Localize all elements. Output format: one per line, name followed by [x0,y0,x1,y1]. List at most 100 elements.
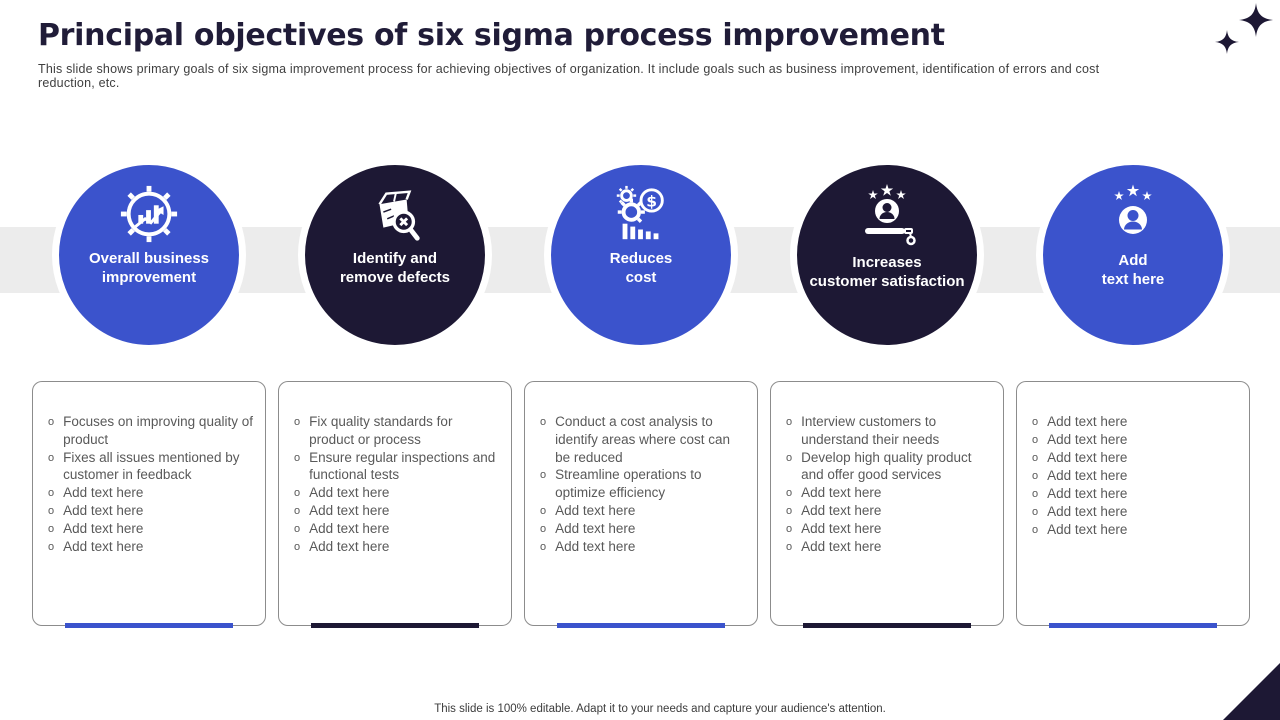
objective-label-line1: Reduces [609,250,673,267]
bullet-text: Add text here [63,539,144,555]
bullet-text: Add text here [309,539,390,555]
svg-text:$: $ [646,192,657,210]
customer-satisfaction-icon [865,184,916,246]
accent-bar [311,623,479,628]
sparkles-icon [1215,3,1273,54]
detail-card: Focuses on improving quality of product … [32,381,266,628]
bullet-item: Focuses on improving quality of product [48,413,255,449]
bullet-item: Streamline operations to optimize effici… [540,466,747,502]
objective-circle: $ Reduces cost [544,158,738,352]
bullet-text: Interview customers to understand their … [801,414,940,447]
bullet-text: Focuses on improving quality of product [63,414,253,447]
bullet-text: Add text here [555,539,636,555]
objective-label-line2: text here [1101,270,1165,288]
bullet-item: Conduct a cost analysis to identify area… [540,413,747,466]
objective-circle: Add text here [1036,158,1230,352]
bullet-item: Add text here [48,520,255,538]
bullet-text: Add text here [801,503,882,519]
bullet-text: Add text here [309,521,390,537]
objective-circle: Identify and remove defects [298,158,492,352]
bullet-item: Add text here [294,520,501,538]
accent-bar [803,623,971,628]
page-title: Principal objectives of six sigma proces… [38,18,945,53]
detail-card: Interview customers to understand their … [770,381,1004,628]
bullet-text: Conduct a cost analysis to identify area… [555,414,730,465]
bullet-item: Add text here [48,502,255,520]
bullet-text: Fixes all issues mentioned by customer i… [63,449,240,483]
defect-box-search-icon [378,190,420,241]
bullet-text: Add text here [801,539,882,555]
bullet-text: Add text here [63,503,144,519]
objective-circle: Increases customer satisfaction [790,158,984,352]
bullet-list: Fix quality standards for product or pro… [279,382,511,556]
accent-bar [557,623,725,628]
cost-reduction-icon: $ [616,185,664,240]
bullet-item: Add text here [540,502,747,520]
bullet-item: Add text here [1032,485,1239,503]
header: Principal objectives of six sigma proces… [38,18,1138,90]
bullet-item: Add text here [294,538,501,556]
accent-bar [65,623,233,628]
bullet-text: Add text here [555,521,636,537]
objective-label-line1: Identify and [352,250,438,267]
bullet-item: Add text here [294,502,501,520]
bullet-item: Add text here [1032,467,1239,485]
bullet-item: Fix quality standards for product or pro… [294,413,501,449]
bullet-text: Develop high quality product and offer g… [801,449,972,483]
objective-label: Reduces cost [610,250,673,288]
objective-label-line2: remove defects [339,268,451,286]
bullet-item: Ensure regular inspections and functiona… [294,449,501,485]
bullet-list: Add text here Add text here Add text her… [1017,382,1249,539]
bullet-text: Add text here [63,521,144,537]
detail-card: Fix quality standards for product or pro… [278,381,512,628]
bullet-item: Add text here [540,538,747,556]
bullet-text: Add text here [801,521,882,537]
accent-bar [1049,623,1217,628]
bullet-item: Add text here [294,484,501,502]
objective-label: Add text here [1102,252,1165,290]
column-identify-remove-defects: Identify and remove defects Fix quality … [277,158,513,628]
bullet-item: Add text here [1032,413,1239,431]
column-overall-business-improvement: Overall business improvement Focuses on … [31,158,267,628]
bullet-text: Streamline operations to optimize effici… [555,467,702,501]
bullet-text: Ensure regular inspections and functiona… [309,449,496,483]
bullet-text: Fix quality standards for product or pro… [309,414,453,447]
bullet-text: Add text here [1047,468,1128,483]
footer-note: This slide is 100% editable. Adapt it to… [434,703,886,715]
bullet-item: Add text here [786,520,993,538]
bullet-text: Add text here [555,503,636,519]
detail-card: Conduct a cost analysis to identify area… [524,381,758,628]
bullet-item: Add text here [1032,431,1239,449]
objective-label: Identify and remove defects [340,250,450,288]
bullet-item: Add text here [540,520,747,538]
column-reduces-cost: $ Reduces cost Conduct a cost analysis t… [523,158,759,628]
objective-label-line1: Increases [852,254,922,271]
bullet-item: Interview customers to understand their … [786,413,993,449]
bullet-text: Add text here [63,485,144,501]
bullet-text: Add text here [1047,414,1128,429]
bullet-item: Add text here [48,484,255,502]
bullet-list: Interview customers to understand their … [771,382,1003,556]
bullet-text: Add text here [1047,522,1128,537]
objective-label-line2: improvement [101,268,197,286]
bullet-text: Add text here [801,485,882,501]
bullet-item: Add text here [1032,449,1239,467]
bullet-item: Fixes all issues mentioned by customer i… [48,449,255,485]
page-subtitle: This slide shows primary goals of six si… [38,62,1100,90]
bullet-text: Add text here [309,485,390,501]
bullet-item: Add text here [786,502,993,520]
bullet-text: Add text here [309,503,390,519]
objective-label: Increases customer satisfaction [809,254,964,292]
bullet-list: Conduct a cost analysis to identify area… [525,382,757,556]
bullet-list: Focuses on improving quality of product … [33,382,265,556]
bullet-text: Add text here [1047,432,1128,447]
objective-label-line2: cost [625,268,657,286]
bullet-item: Add text here [1032,521,1239,539]
objective-circle: Overall business improvement [52,158,246,352]
bullet-item: Develop high quality product and offer g… [786,449,993,485]
objective-label-line1: Add [1118,252,1148,269]
bullet-item: Add text here [786,484,993,502]
column-add-text-here: Add text here Add text here Add text her… [1015,158,1251,628]
detail-card: Add text here Add text here Add text her… [1016,381,1250,628]
